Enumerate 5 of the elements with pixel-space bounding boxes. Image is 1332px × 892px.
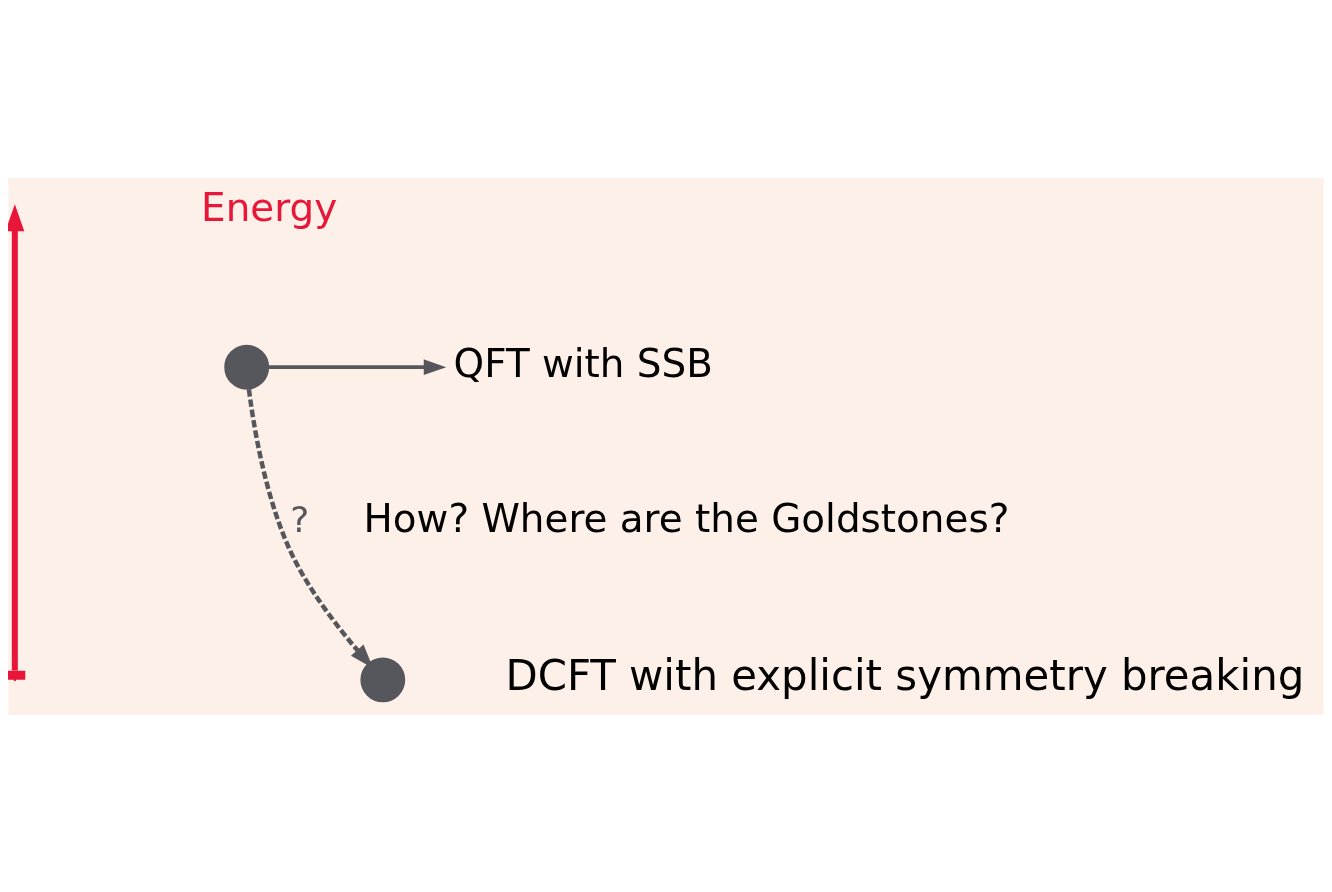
node-text: QFT with SSB (453, 340, 713, 386)
label: Energy (201, 184, 338, 230)
label: How? Where are the Goldstones? (363, 495, 1010, 541)
node-label: DCFT with explicit symmetry breaking (505, 650, 1305, 700)
edge-label: ? (290, 498, 310, 540)
